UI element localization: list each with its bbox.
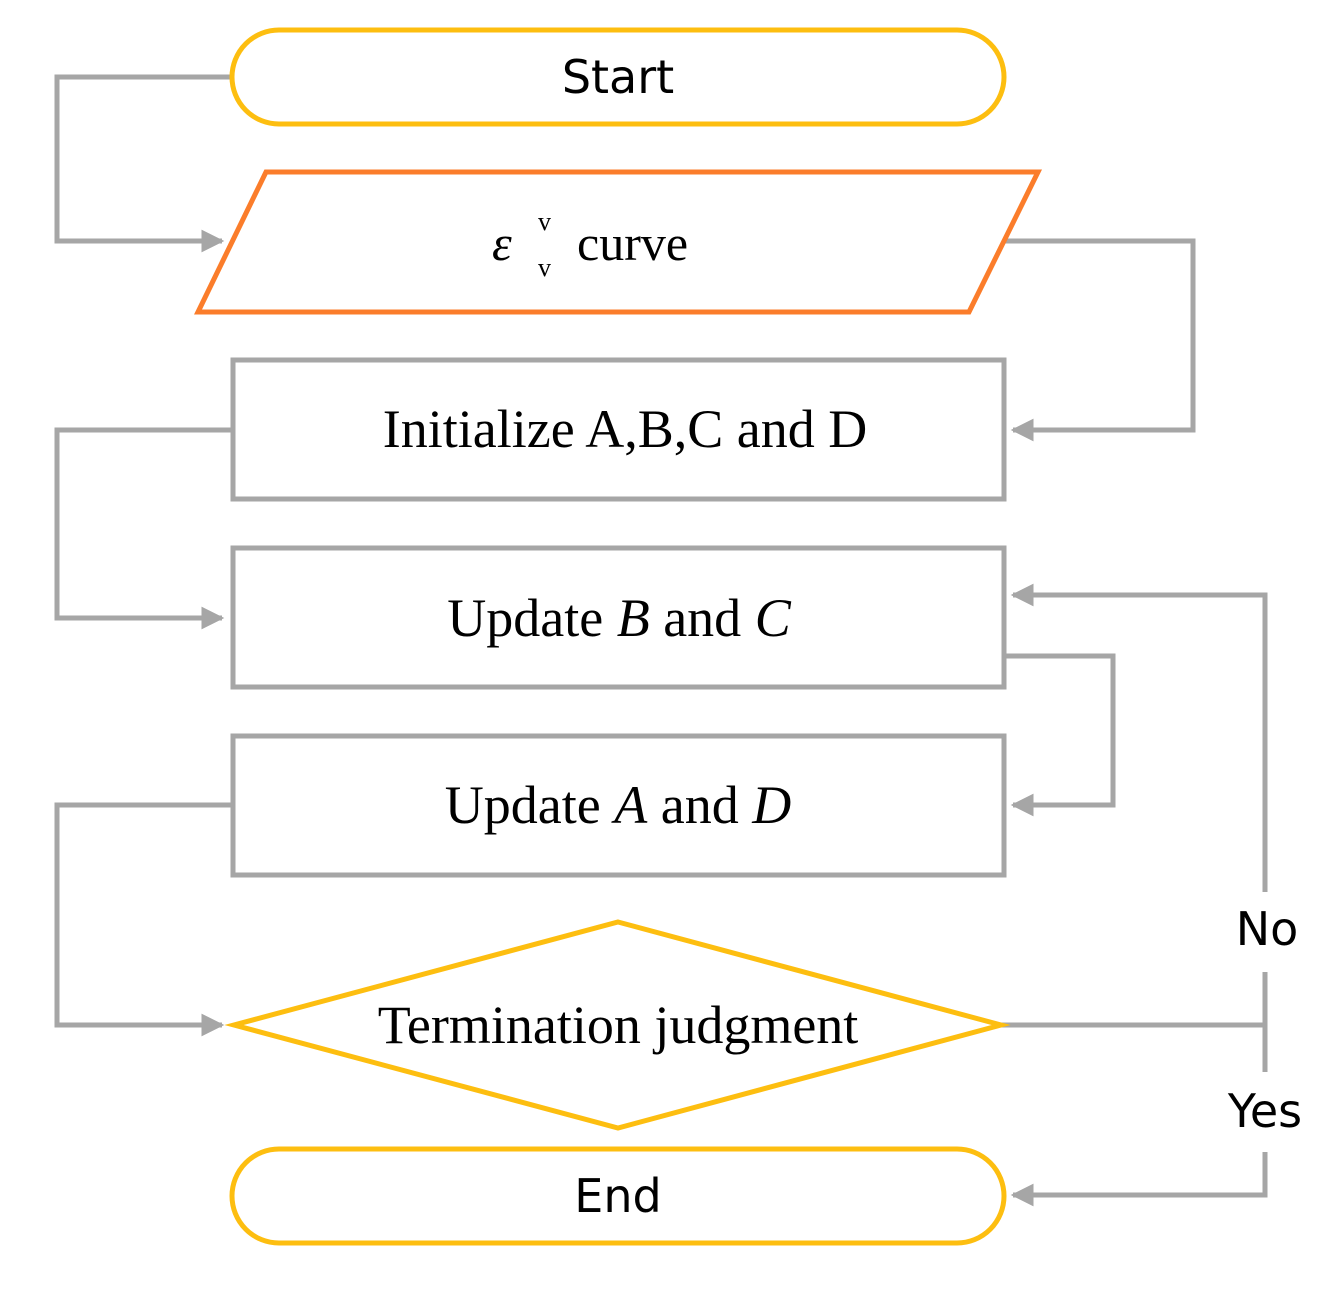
decision-label: Termination judgment <box>378 995 859 1055</box>
end-terminal <box>229 1146 1007 1246</box>
start-label: Start <box>562 50 674 104</box>
edge-no-loop <box>1010 583 1268 1025</box>
update-ad-mid: and <box>647 775 752 835</box>
update-ad-process <box>230 733 1007 878</box>
edge-init-to-update-bc <box>54 427 232 630</box>
edge-update-bc-to-update-ad <box>1004 653 1116 817</box>
update-ad-label: Update A and D <box>445 775 791 835</box>
update-bc-prefix: Update <box>447 588 616 648</box>
update-bc-label: Update B and C <box>447 588 791 648</box>
update-bc-process <box>230 545 1007 690</box>
epsilon-subscript: v <box>538 253 551 282</box>
input-label: ε v v curve <box>492 207 688 282</box>
decision-diamond <box>224 919 1011 1131</box>
edge-label-yes: Yes <box>1227 1084 1302 1138</box>
update-bc-var2: C <box>755 588 792 648</box>
edge-label-no: No <box>1236 902 1299 956</box>
init-process <box>230 357 1007 502</box>
curve-label: curve <box>577 215 688 271</box>
update-ad-prefix: Update <box>445 775 614 835</box>
edge-start-to-input <box>54 74 232 253</box>
start-terminal <box>229 27 1007 127</box>
update-ad-var2: D <box>751 775 791 835</box>
update-ad-var1: A <box>611 775 648 835</box>
epsilon-superscript: v <box>538 207 551 236</box>
update-bc-var1: B <box>617 588 650 648</box>
input-parallelogram <box>194 169 1043 315</box>
epsilon-symbol: ε <box>492 215 512 271</box>
end-label: End <box>574 1169 661 1223</box>
edge-input-to-init <box>1001 238 1196 442</box>
update-bc-mid: and <box>650 588 755 648</box>
init-label: Initialize A,B,C and D <box>383 399 867 459</box>
edge-update-ad-to-decision <box>54 802 232 1037</box>
